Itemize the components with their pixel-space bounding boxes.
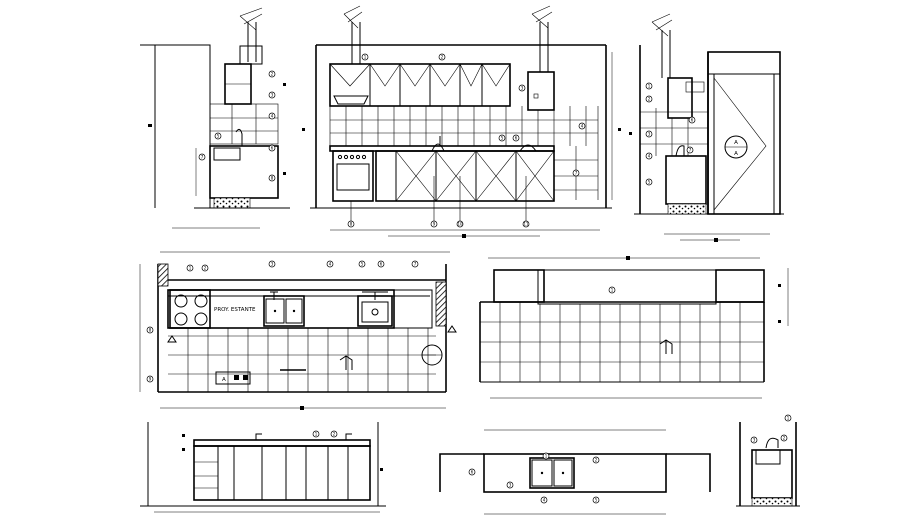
svg-text:7: 7 (201, 155, 204, 160)
svg-text:2: 2 (271, 72, 274, 77)
svg-text:8: 8 (271, 176, 274, 181)
svg-text:5: 5 (648, 180, 651, 185)
svg-text:4: 4 (581, 124, 584, 129)
svg-text:1: 1 (787, 416, 790, 421)
sink-plan-detail: 1 2 3 4 5 6 (439, 429, 711, 515)
svg-text:2: 2 (783, 436, 786, 441)
svg-text:9: 9 (149, 377, 152, 382)
floor-plan: PROY. ESTANTE A (139, 251, 457, 410)
svg-text:4: 4 (543, 498, 546, 503)
section-marker: A A (724, 135, 748, 159)
svg-text:9: 9 (433, 222, 436, 227)
svg-text:3: 3 (521, 86, 524, 91)
svg-text:2: 2 (204, 266, 207, 271)
front-elevation: 1 2 3 4 5 6 7 8 9 10 11 (302, 5, 621, 238)
svg-text:5: 5 (595, 498, 598, 503)
svg-text:5: 5 (501, 136, 504, 141)
svg-text:1: 1 (315, 432, 318, 437)
svg-text:11: 11 (523, 222, 529, 227)
svg-text:3: 3 (271, 93, 274, 98)
svg-text:1: 1 (189, 266, 192, 271)
svg-text:1: 1 (611, 288, 614, 293)
svg-text:3: 3 (509, 483, 512, 488)
svg-text:5: 5 (217, 134, 220, 139)
base-cabinet-elevation: 1 2 (140, 422, 386, 513)
svg-text:2: 2 (648, 97, 651, 102)
svg-text:1: 1 (545, 454, 548, 459)
plan-key-box: A (215, 371, 251, 385)
svg-text:3: 3 (648, 132, 651, 137)
side-elevation-right: A A 1 2 3 4 5 6 7 (629, 13, 784, 242)
svg-text:2: 2 (333, 432, 336, 437)
sink-section-detail: 1 2 3 (736, 414, 800, 507)
svg-text:1: 1 (364, 55, 367, 60)
svg-text:4: 4 (271, 114, 274, 119)
svg-text:A: A (222, 377, 226, 383)
svg-text:8: 8 (350, 222, 353, 227)
svg-text:6: 6 (471, 470, 474, 475)
svg-text:A: A (734, 140, 738, 146)
svg-text:10: 10 (457, 222, 463, 227)
svg-text:4: 4 (329, 262, 332, 267)
svg-text:1: 1 (648, 84, 651, 89)
svg-text:6: 6 (691, 118, 694, 123)
svg-text:A: A (734, 151, 738, 157)
svg-text:3: 3 (271, 262, 274, 267)
svg-text:2: 2 (595, 458, 598, 463)
svg-text:7: 7 (575, 171, 578, 176)
svg-text:6: 6 (271, 146, 274, 151)
svg-text:5: 5 (361, 262, 364, 267)
plan-label: PROY. ESTANTE (214, 307, 256, 313)
svg-text:7: 7 (414, 262, 417, 267)
svg-text:6: 6 (380, 262, 383, 267)
svg-text:7: 7 (689, 148, 692, 153)
svg-text:4: 4 (648, 154, 651, 159)
tile-elevation: 1 (479, 256, 789, 399)
svg-text:6: 6 (515, 136, 518, 141)
svg-text:2: 2 (441, 55, 444, 60)
side-elevation-left: 2 3 4 5 6 7 8 (140, 7, 290, 229)
svg-text:8: 8 (149, 328, 152, 333)
svg-text:3: 3 (753, 438, 756, 443)
